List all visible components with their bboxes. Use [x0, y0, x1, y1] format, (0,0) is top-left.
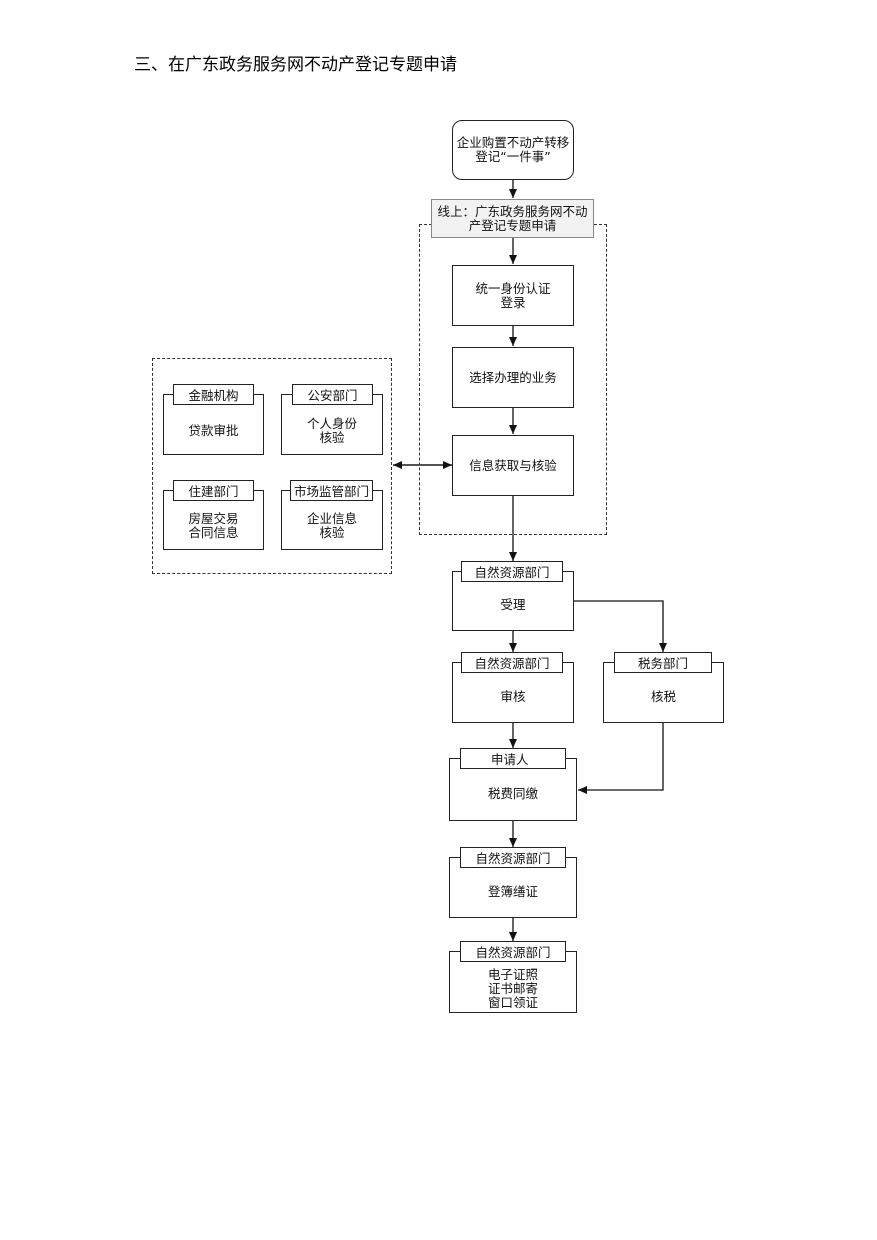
flow-register-tab: 自然资源部门 [460, 847, 566, 868]
online-label-line-1: 线上：广东政务服务网不动 [437, 203, 588, 219]
flow-tax-line-1: 核税 [650, 688, 676, 704]
dept-police-line-2: 核验 [319, 429, 345, 445]
dept-police-line-1: 个人身份 [306, 415, 357, 431]
flow-accept-line-1: 受理 [500, 597, 526, 612]
start-line-1: 企业购置不动产转移 [456, 135, 570, 150]
dept-housing-line-2: 合同信息 [188, 525, 239, 540]
flow-accept-tab: 自然资源部门 [461, 561, 563, 582]
connector-accept-tax [574, 600, 667, 652]
step-select-business: 选择办理的业务 [452, 347, 574, 408]
dept-market-line-1: 企业信息 [306, 511, 357, 526]
flow-issue-tab: 自然资源部门 [460, 941, 566, 962]
start-node: 企业购置不动产转移 登记“一件事” [452, 120, 574, 180]
flow-tax-tab: 税务部门 [614, 652, 712, 673]
flow-pay-line-1: 税费同缴 [487, 785, 538, 801]
step-info-verify: 信息获取与核验 [452, 435, 574, 496]
flow-issue-line-3: 窗口领证 [487, 995, 538, 1010]
step-verify-line-1: 信息获取与核验 [469, 457, 557, 473]
step-login-line-1: 统一身份认证 [475, 280, 551, 296]
connector-tax-pay [578, 723, 664, 794]
flow-issue-line-1: 电子证照 [487, 967, 538, 982]
step-login: 统一身份认证 登录 [452, 265, 574, 326]
dept-tab-finance: 金融机构 [173, 384, 254, 405]
page-heading: 三、在广东政务服务网不动产登记专题申请 [134, 55, 457, 75]
start-line-2: 登记“一件事” [475, 149, 551, 164]
flow-issue-line-2: 证书邮寄 [487, 981, 538, 996]
dept-market-line-2: 核验 [319, 525, 345, 540]
online-label: 线上：广东政务服务网不动 产登记专题申请 [431, 199, 594, 238]
flow-register-line-1: 登簿缮证 [487, 883, 538, 899]
flow-pay-tab: 申请人 [460, 748, 566, 769]
dept-tab-housing: 住建部门 [173, 480, 254, 501]
dept-tab-market: 市场监管部门 [290, 480, 373, 501]
step-login-line-2: 登录 [500, 294, 526, 310]
step-select-line-1: 选择办理的业务 [469, 369, 557, 385]
dept-tab-police: 公安部门 [292, 384, 373, 405]
departments-region [152, 358, 392, 574]
flow-review-line-1: 审核 [500, 688, 526, 704]
online-label-line-2: 产登记专题申请 [468, 217, 557, 233]
dept-finance-line-1: 贷款审批 [188, 422, 239, 438]
dept-housing-line-1: 房屋交易 [188, 511, 239, 526]
flow-review-tab: 自然资源部门 [461, 652, 563, 673]
